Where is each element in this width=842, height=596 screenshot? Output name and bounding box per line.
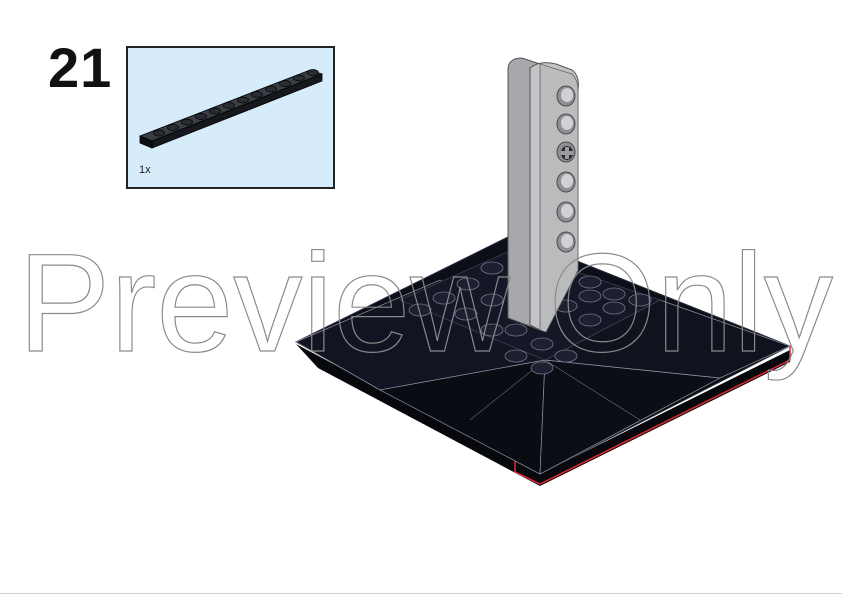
edge-highlight [514, 346, 791, 485]
gray-liftarm-beam [507, 57, 579, 333]
base-left-side [296, 344, 540, 486]
part-quantity: 1x [139, 164, 151, 176]
page-divider [0, 593, 842, 594]
parts-callout: 1x [126, 46, 335, 189]
studs [408, 261, 652, 375]
step-number: 21 [48, 36, 113, 99]
slope-facet-front-right [539, 359, 722, 475]
plate-1x12-icon [138, 69, 324, 149]
base-right-side [540, 350, 790, 486]
axle-hole-icon [561, 146, 573, 160]
